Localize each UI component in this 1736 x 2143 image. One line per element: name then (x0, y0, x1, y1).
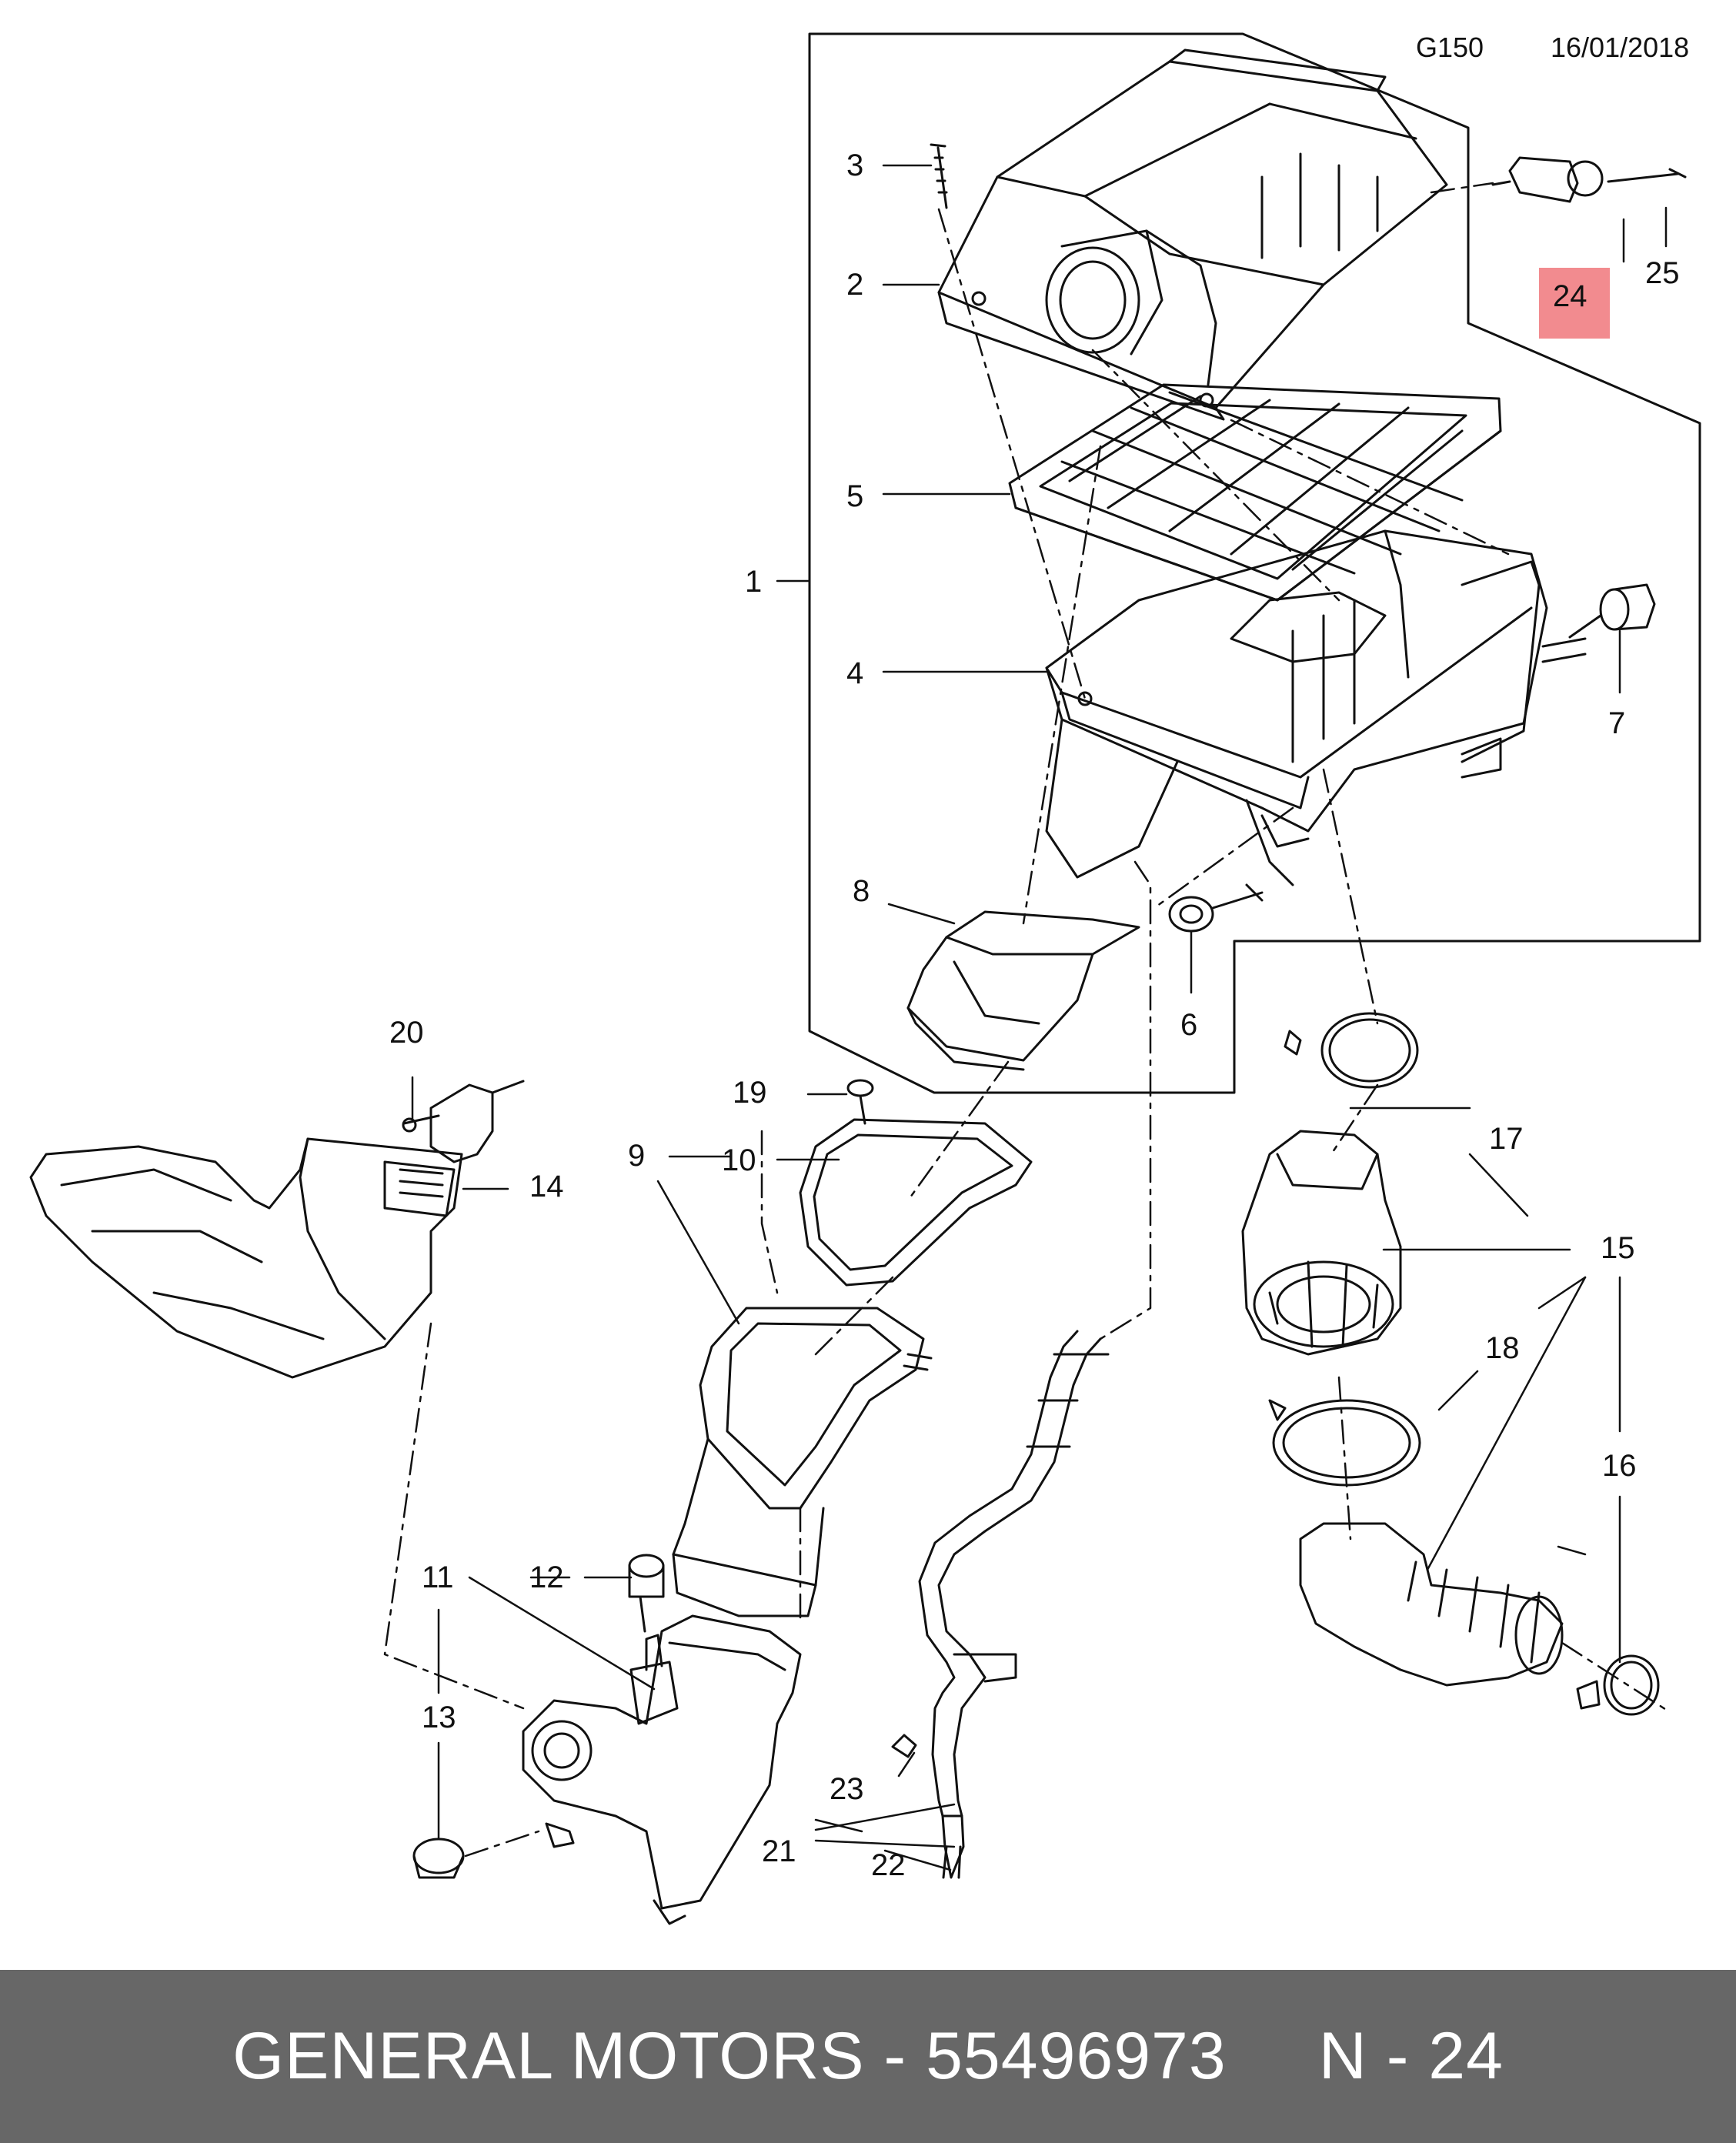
callout-8: 8 (853, 874, 870, 908)
callout-19: 19 (733, 1076, 767, 1110)
callout-5: 5 (846, 479, 864, 513)
callout-17: 17 (1489, 1122, 1524, 1156)
air-intake-snorkel (29, 1137, 463, 1379)
callout-10: 10 (722, 1143, 756, 1177)
callout-7: 7 (1608, 706, 1626, 740)
snorkel-bracket (402, 1080, 525, 1163)
callout-6: 6 (1180, 1008, 1198, 1042)
callout-9: 9 (628, 1139, 646, 1173)
leader-lines (411, 164, 1668, 1871)
inlet-seal (799, 1118, 1033, 1287)
diagram-code: G150 (1416, 32, 1484, 63)
callout-15: 15 (1601, 1231, 1635, 1265)
callout-24: 24 (1553, 279, 1587, 313)
callout-23: 23 (830, 1772, 864, 1806)
grommet-right (1568, 583, 1656, 639)
callout-16: 16 (1602, 1449, 1637, 1483)
intake-duct-upper (672, 1307, 933, 1617)
highlight-part-24 (1539, 268, 1610, 339)
air-cleaner-lower-housing (1045, 529, 1587, 886)
callout-20: 20 (389, 1016, 424, 1050)
diagram-date: 16/01/2018 (1551, 32, 1690, 63)
cover-screw (930, 143, 948, 209)
resonator-duct (412, 1554, 802, 1925)
callout-18: 18 (1485, 1331, 1520, 1365)
footer-reference: N - 24 (1318, 2019, 1504, 2093)
callout-2: 2 (846, 268, 864, 302)
callout-1: 1 (745, 565, 763, 599)
inlet-duct-lower (906, 910, 1140, 1071)
retaining-clip (846, 1079, 874, 1125)
callout-13: 13 (422, 1701, 456, 1734)
callout-3: 3 (846, 149, 864, 182)
footer-brand-part-number: GENERAL MOTORS - 55496973 (232, 2019, 1227, 2093)
exploded-parts-diagram (29, 32, 1701, 1925)
mass-airflow-sensor (1491, 156, 1687, 203)
callout-25: 25 (1645, 256, 1680, 290)
footer-bar: GENERAL MOTORS - 55496973 N - 24 (0, 1970, 1736, 2143)
callout-4: 4 (846, 656, 864, 690)
breather-hose (891, 1330, 1110, 1879)
air-cleaner-cover (937, 48, 1448, 421)
hose-clamp-lower (1576, 1654, 1660, 1716)
assembly-dash-lines (383, 182, 1671, 1858)
intake-hose (1241, 1130, 1564, 1687)
grommet-lower (1168, 883, 1264, 933)
assembly-boundary (808, 32, 1701, 1094)
callout-12: 12 (529, 1561, 564, 1594)
callout-11: 11 (422, 1561, 454, 1594)
callout-14: 14 (529, 1170, 564, 1203)
callout-22: 22 (871, 1848, 906, 1882)
callout-21: 21 (762, 1834, 796, 1868)
hose-clamp-upper (1284, 1012, 1419, 1089)
hose-clamp-middle (1268, 1399, 1421, 1487)
